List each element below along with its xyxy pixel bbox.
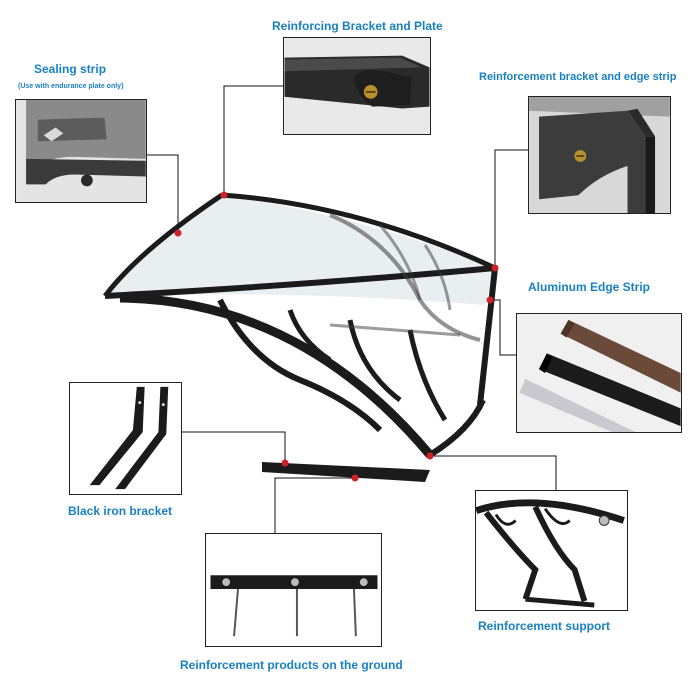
- label-ground-products: Reinforcement products on the ground: [180, 658, 403, 672]
- label-sealing-strip: Sealing strip: [34, 62, 107, 76]
- label-aluminum-edge-strip: Aluminum Edge Strip: [528, 280, 651, 294]
- detail-black-iron-bracket: [69, 382, 182, 495]
- bracket-plate-photo: [284, 38, 430, 134]
- label-reinforcement-bracket-edge: Reinforcement bracket and edge strip: [479, 71, 677, 83]
- label-reinforcing-bracket-plate: Reinforcing Bracket and Plate: [272, 19, 443, 33]
- label-black-iron-bracket: Black iron bracket: [68, 504, 173, 518]
- sealing-strip-photo: [16, 100, 146, 202]
- ground-stake-photo: [206, 534, 381, 646]
- support-photo: [476, 491, 627, 610]
- detail-sealing-strip: [15, 99, 147, 203]
- detail-reinforcement-bracket-edge: [528, 96, 671, 214]
- detail-reinforcing-bracket: [283, 37, 431, 135]
- label-sealing-note: (Use with endurance plate only): [18, 83, 124, 90]
- detail-ground-products: [205, 533, 382, 647]
- bracket-edge-photo: [529, 97, 670, 213]
- canopy-illustration: [103, 192, 498, 482]
- leader-lines: [147, 85, 557, 533]
- edge-strip-photo: [517, 314, 681, 432]
- marker-dots: [174, 191, 499, 482]
- detail-reinforcement-support: [475, 490, 628, 611]
- iron-bracket-photo: [70, 383, 181, 494]
- label-reinforcement-support: Reinforcement support: [478, 619, 611, 633]
- detail-aluminum-edge-strip: [516, 313, 682, 433]
